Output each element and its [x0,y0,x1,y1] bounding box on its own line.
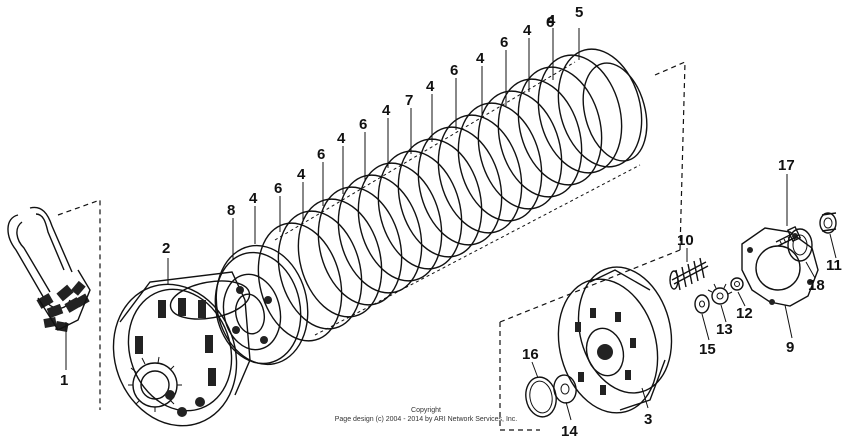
primary-driven-gear [128,356,182,412]
clutch-outer-housing [112,271,251,427]
clutch-circlip [525,376,557,418]
callout-4h: 4 [547,12,556,29]
drive-chain [7,199,101,410]
leader-lines [65,28,837,421]
callout-18: 18 [808,277,825,294]
callout-4e: 4 [426,78,435,95]
bolt [775,225,802,247]
callout-8: 8 [227,202,235,219]
callout-6a: 6 [274,180,282,197]
bushing [819,212,837,234]
clutch-spring [669,257,709,291]
callout-6d: 6 [450,62,458,79]
spring-washer [694,294,710,314]
clutch-disc-stack [257,48,648,342]
callout-3: 3 [644,411,652,428]
callout-6f: 6 [546,14,554,31]
callout-14: 14 [561,423,578,440]
clutch-center [499,61,686,431]
callout-4a: 4 [249,190,258,207]
callout-6b: 6 [317,146,325,163]
copyright-notice: Copyright Page design (c) 2004 - 2014 by… [335,407,518,423]
clutch-pressure-plate [214,244,309,366]
callout-2: 2 [162,240,170,257]
copyright-line-1: Copyright [411,407,441,414]
callout-6c: 6 [359,116,367,133]
callout-4g: 4 [523,22,532,39]
callout-4f: 4 [476,50,485,67]
callout-9: 9 [786,339,794,356]
callout-1: 1 [60,372,68,389]
thrust-washer [553,374,577,404]
copyright-line-2: Page design (c) 2004 - 2014 by ARI Netwo… [335,416,518,423]
callout-7: 7 [405,92,413,109]
callout-5: 5 [575,4,583,21]
callout-4c: 4 [337,130,346,147]
callout-12: 12 [736,305,753,322]
callout-15: 15 [699,341,716,358]
callout-11: 11 [826,257,842,274]
callout-labels: 1 2 3 4 4 4 4 4 4 4 4 5 6 6 6 6 6 6 6 7 … [60,4,842,440]
lock-washer [707,283,733,305]
callout-10: 10 [677,232,694,249]
callout-4d: 4 [382,102,391,119]
lifter-nut [730,277,744,291]
callout-17: 17 [778,157,795,174]
lifter-bearing [787,228,813,262]
callout-6e: 6 [500,34,508,51]
callout-4b: 4 [297,166,306,183]
callout-16: 16 [522,346,539,363]
callout-13: 13 [716,321,733,338]
